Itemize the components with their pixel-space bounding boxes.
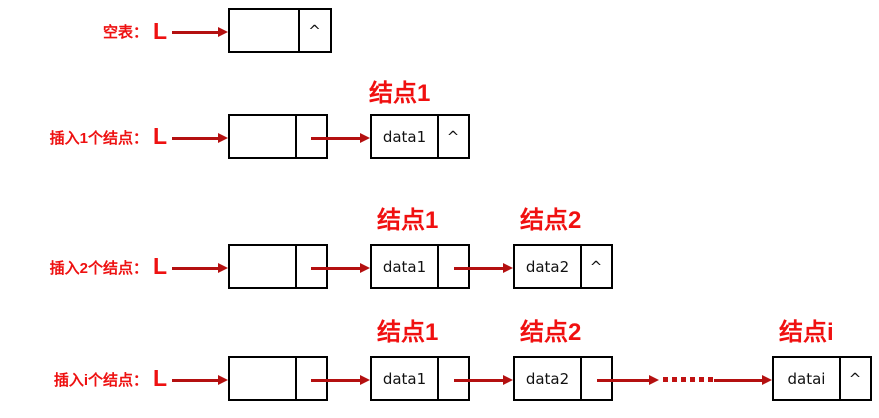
node-caption-1-row3: 结点1 — [377, 207, 439, 234]
node-data-cell: datai — [774, 358, 841, 399]
node-head-row2 — [228, 114, 328, 159]
node-2-row4: data2 — [513, 356, 613, 401]
head-pointer-label-row4: L — [153, 365, 168, 391]
node-data-cell: data2 — [515, 358, 582, 399]
node-2-row3: data2 ^ — [513, 244, 613, 289]
node-1-row4: data1 — [370, 356, 470, 401]
ellipsis-icon — [663, 377, 713, 382]
node-1-row3: data1 — [370, 244, 470, 289]
node-data-cell: data1 — [372, 246, 439, 287]
head-pointer-label-row1: L — [153, 18, 168, 44]
node-caption-i-row4: 结点i — [779, 319, 834, 346]
node-caption-2-row3: 结点2 — [520, 207, 582, 234]
node-caption-2-row4: 结点2 — [520, 319, 582, 346]
node-data-cell — [230, 246, 297, 287]
node-head-row3 — [228, 244, 328, 289]
node-data-cell — [230, 116, 297, 157]
row-label-insert-i: 插入i个结点： — [53, 372, 148, 389]
node-data-cell: data1 — [372, 358, 439, 399]
head-pointer-label-row3: L — [153, 253, 168, 279]
row-label-insert-1: 插入1个结点： — [49, 130, 148, 147]
node-data-cell: data2 — [515, 246, 582, 287]
node-i-row4: datai ^ — [772, 356, 872, 401]
node-head-row1: ^ — [228, 8, 332, 53]
node-next-cell: ^ — [446, 127, 460, 146]
node-1-row2: data1 ^ — [370, 114, 470, 159]
node-data-cell — [230, 10, 300, 51]
row-label-insert-2: 插入2个结点： — [49, 260, 148, 277]
node-caption-1-row2: 结点1 — [369, 80, 431, 107]
node-caption-1-row4: 结点1 — [377, 319, 439, 346]
node-next-cell: ^ — [589, 257, 603, 276]
node-next-cell: ^ — [848, 369, 862, 388]
node-data-cell: data1 — [372, 116, 439, 157]
row-label-empty-list: 空表： — [102, 24, 148, 41]
head-pointer-label-row2: L — [153, 123, 168, 149]
node-data-cell — [230, 358, 297, 399]
node-head-row4 — [228, 356, 328, 401]
node-next-cell: ^ — [308, 21, 321, 40]
